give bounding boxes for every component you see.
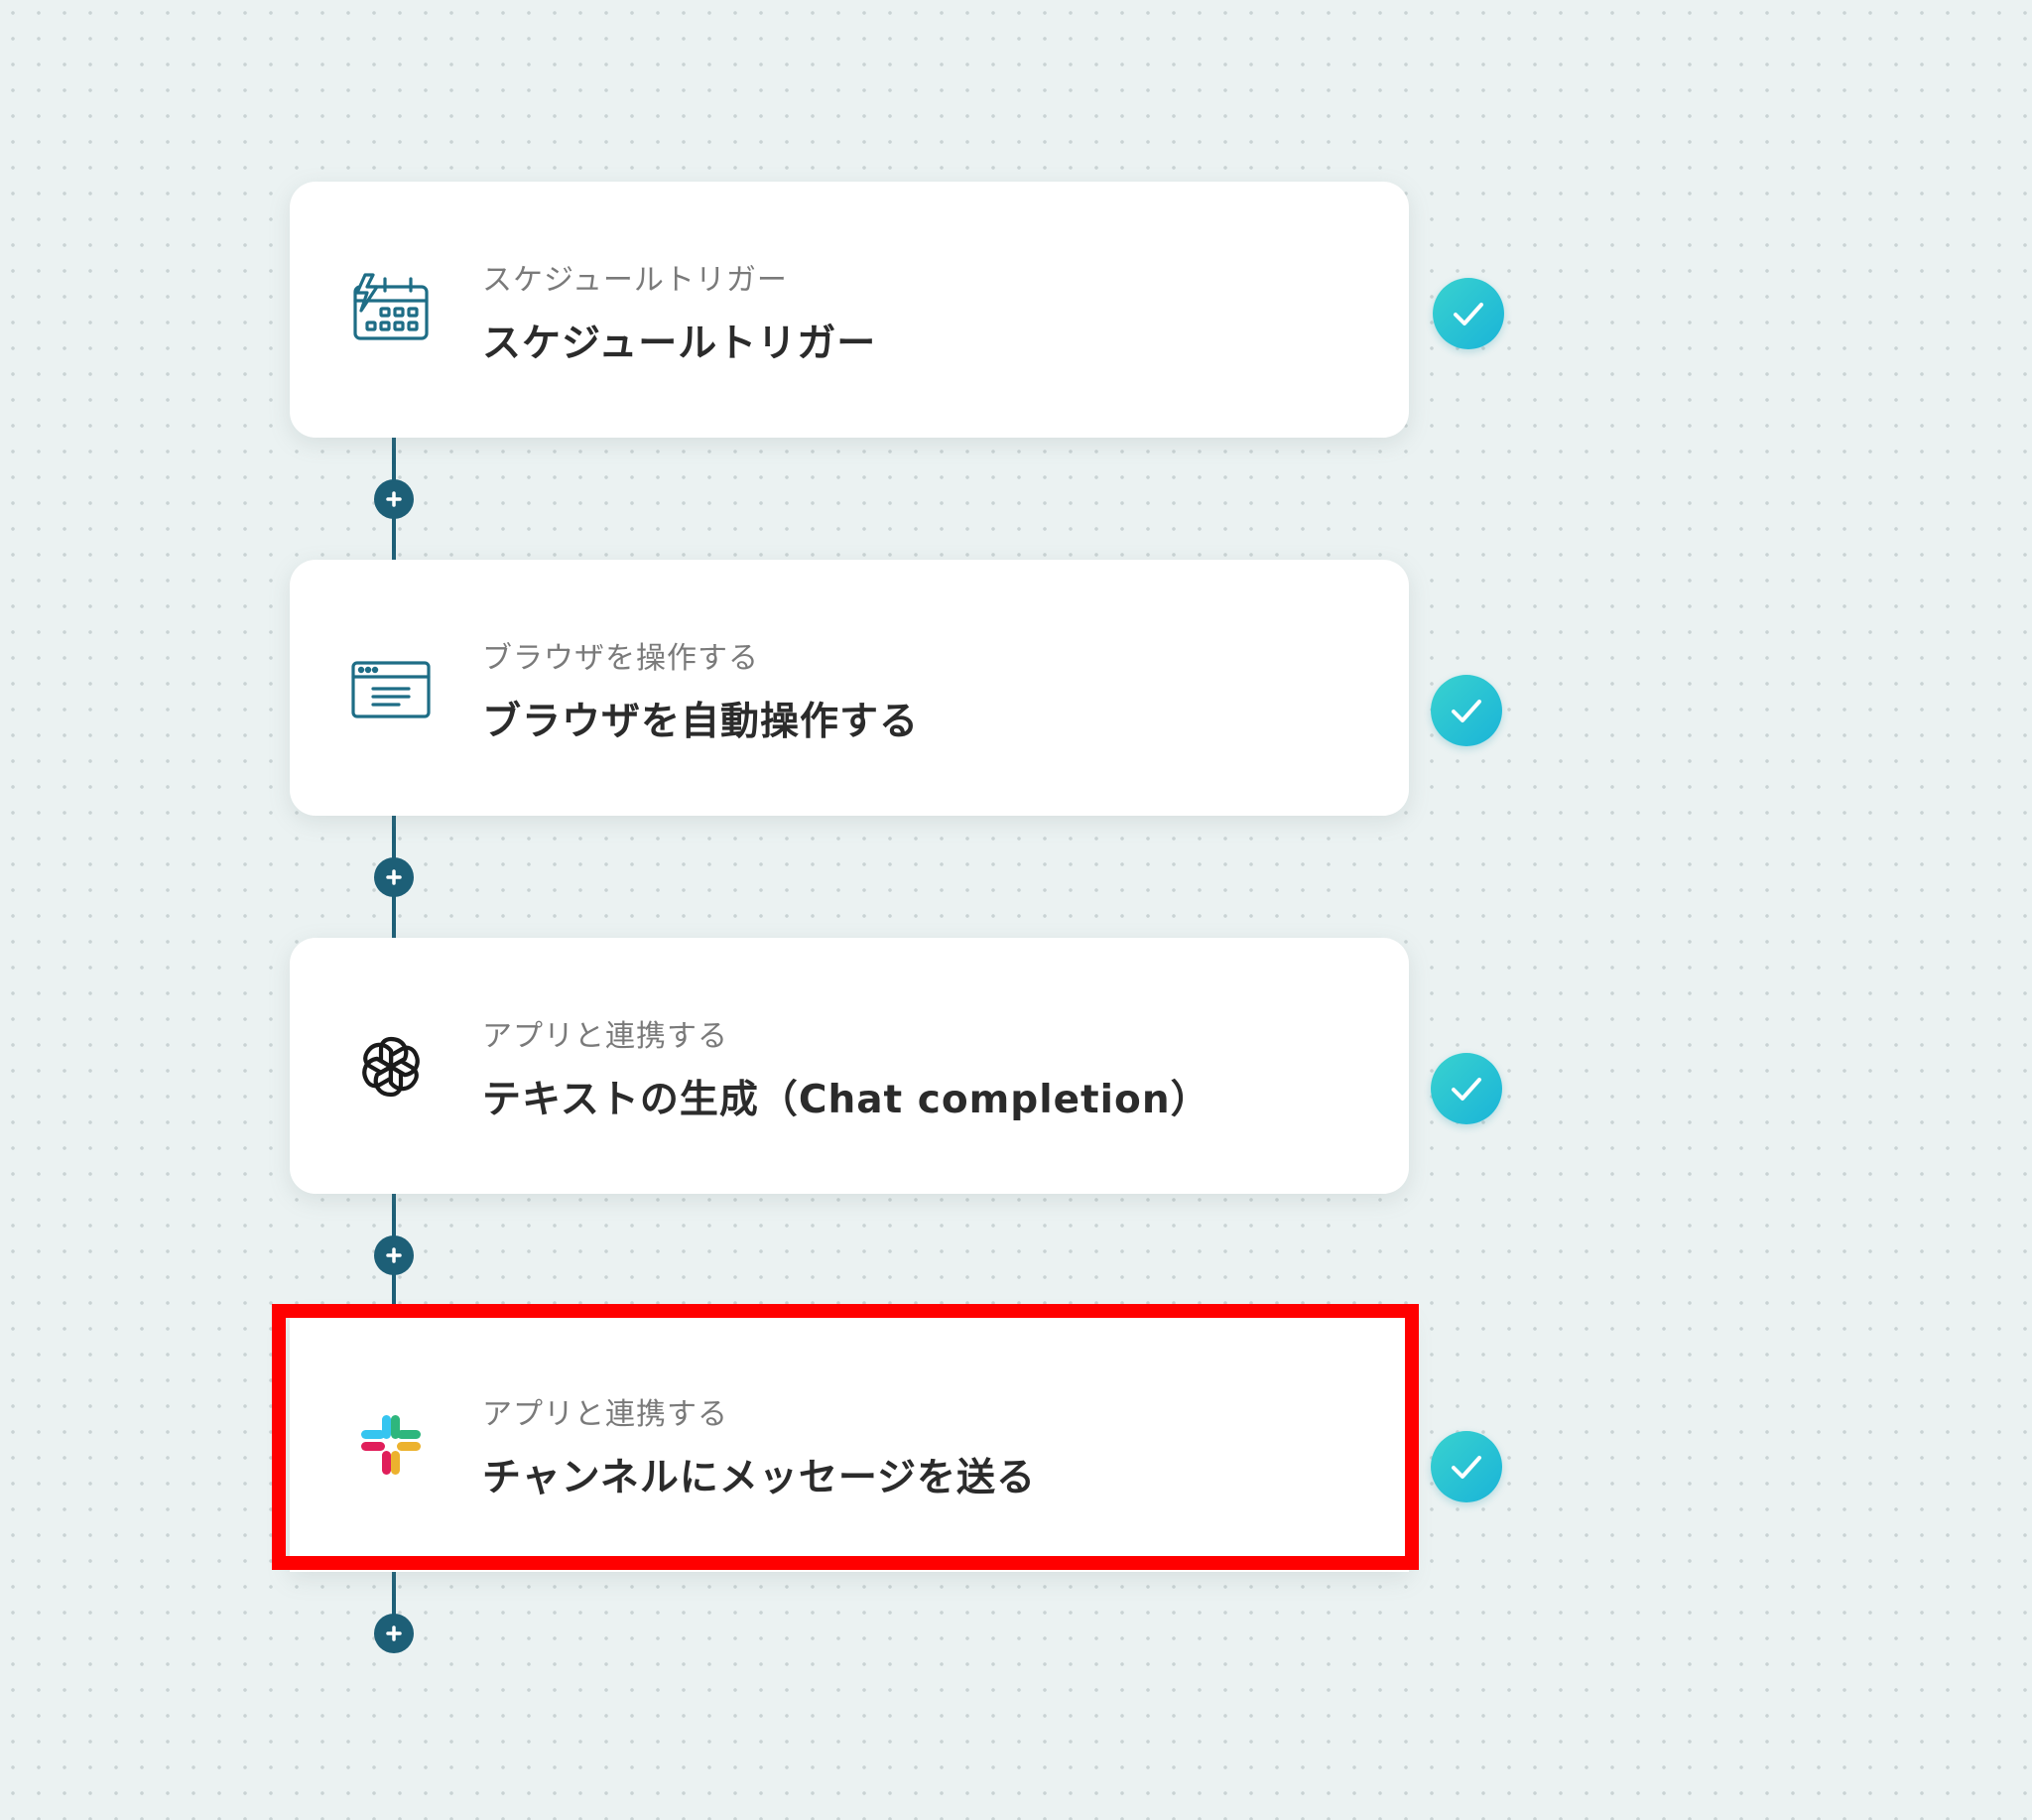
step-title: チャンネルにメッセージを送る — [482, 1456, 1037, 1500]
step-title: テキストの生成（Chat completion） — [482, 1078, 1210, 1122]
add-step-button[interactable] — [374, 479, 414, 519]
browser-window-icon — [351, 661, 431, 718]
workflow-step-card[interactable]: ブラウザを操作する ブラウザを自動操作する — [290, 560, 1409, 816]
workflow-step-card[interactable]: アプリと連携する テキストの生成（Chat completion） — [290, 938, 1409, 1194]
checkmark-icon — [1452, 1456, 1481, 1479]
plus-icon — [386, 1247, 402, 1263]
schedule-trigger-icon — [353, 273, 429, 340]
workflow-step-card[interactable]: スケジュールトリガー スケジュールトリガー — [290, 182, 1409, 438]
plus-icon — [386, 491, 402, 507]
step-subtitle: アプリと連携する — [482, 1397, 728, 1432]
checkmark-icon — [1454, 303, 1483, 325]
step-title: ブラウザを自動操作する — [482, 700, 920, 744]
add-step-button[interactable] — [374, 1235, 414, 1275]
checkmark-icon — [1452, 700, 1481, 722]
step-status-badge — [1433, 278, 1504, 349]
slack-logo-icon — [361, 1415, 421, 1475]
step-subtitle: アプリと連携する — [482, 1019, 728, 1054]
checkmark-icon — [1452, 1078, 1481, 1101]
openai-logo-icon — [362, 1036, 420, 1098]
step-status-badge — [1431, 1053, 1502, 1124]
step-subtitle: ブラウザを操作する — [482, 641, 759, 676]
plus-icon — [386, 869, 402, 885]
step-status-badge — [1431, 1431, 1502, 1502]
workflow-step-card[interactable]: アプリと連携する チャンネルにメッセージを送る — [290, 1316, 1409, 1572]
add-step-button[interactable] — [374, 1614, 414, 1653]
step-subtitle: スケジュールトリガー — [482, 263, 788, 298]
step-title: スケジュールトリガー — [482, 322, 877, 366]
connector-line — [392, 1568, 396, 1633]
step-status-badge — [1431, 675, 1502, 746]
add-step-button[interactable] — [374, 857, 414, 897]
plus-icon — [386, 1625, 402, 1641]
